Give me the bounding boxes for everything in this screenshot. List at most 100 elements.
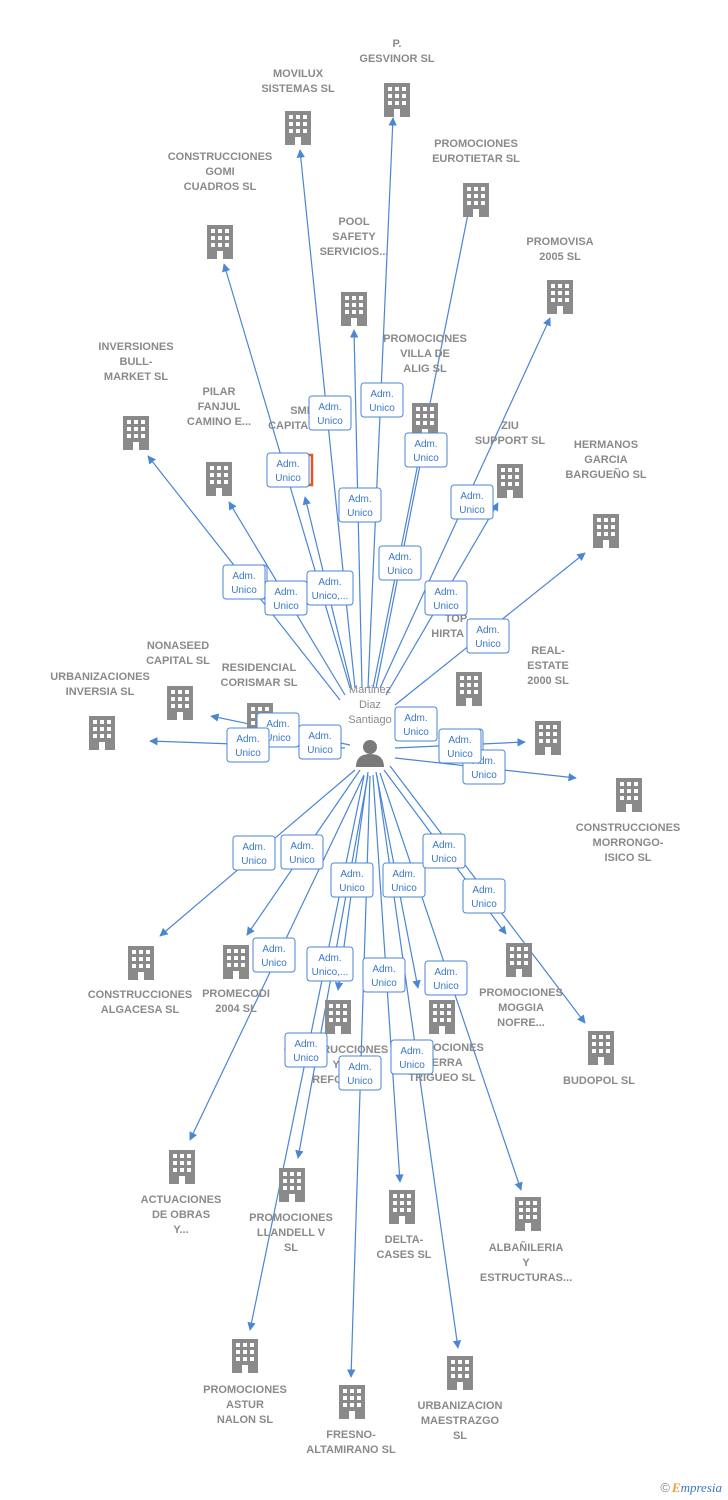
role-badge-movilux[interactable]: Adm.Unico (308, 395, 352, 431)
company-label-line: VILLA DE (400, 348, 450, 360)
role-badge-box (298, 724, 342, 760)
role-badge-villa[interactable]: Adm.Unico (424, 580, 468, 616)
role-badge-pool[interactable]: Adm.Unico (378, 545, 422, 581)
role-badge-gomi[interactable]: Adm.Unico (338, 487, 382, 523)
role-badge-extra[interactable]: Adm.Unico (394, 706, 438, 742)
company-node-budopol[interactable]: BUDOPOL SL (563, 1031, 635, 1087)
company-node-fresno[interactable]: FRESNO-ALTAMIRANO SL (306, 1385, 396, 1456)
company-label-line: BARGUEÑO SL (565, 468, 647, 481)
role-badge-actuaciones[interactable]: Adm.Unico (252, 937, 296, 973)
role-badge-pilar[interactable]: Adm.Unico (264, 580, 308, 616)
role-badge-promecodi[interactable]: Adm.Unico (280, 834, 324, 870)
role-badge-promovisa[interactable]: Adm.Unico (450, 484, 494, 520)
building-icon (588, 1031, 614, 1065)
role-badge-text: Adm. (392, 869, 415, 880)
role-badge-box (306, 570, 354, 606)
company-node-gesvinor[interactable]: P.GESVINOR SL (359, 38, 435, 117)
company-label-line: FRESNO- (326, 1429, 376, 1441)
role-badge-text: Unico (399, 1060, 425, 1071)
role-badge-albanileria[interactable]: Adm.Unico (424, 960, 468, 996)
role-badge-llandell[interactable]: Adm.Unico,... (306, 946, 354, 982)
role-badge-maestrazgo[interactable]: Adm.Unico (390, 1039, 434, 1075)
role-badge-ziu[interactable]: Adm.Unico,... (306, 570, 354, 606)
building-icon (497, 464, 523, 498)
role-badge-extra[interactable]: Adm.Unico (298, 724, 342, 760)
role-badge-astur[interactable]: Adm.Unico (284, 1032, 328, 1068)
role-badge-smi[interactable]: Adm.Unico (266, 452, 310, 488)
role-badge-sierra[interactable]: Adm.Unico (382, 862, 426, 898)
company-label-line: CAPITAL SL (146, 655, 210, 667)
role-badge-fresno[interactable]: Adm.Unico (338, 1055, 382, 1091)
role-badge-extra[interactable]: Adm.Unico (222, 564, 266, 600)
role-badge-box (404, 432, 448, 468)
role-badge-box (284, 1032, 328, 1068)
company-node-delta[interactable]: DELTA-CASES SL (376, 1190, 432, 1261)
role-badge-text: Adm. (414, 439, 437, 450)
role-badge-text: Unico (307, 745, 333, 756)
building-icon (506, 943, 532, 977)
role-badge-text: Adm. (404, 713, 427, 724)
role-badge-box (330, 862, 374, 898)
role-badge-extra[interactable]: Adm.Unico (438, 728, 482, 764)
role-badge-budopol[interactable]: Adm.Unico (462, 878, 506, 914)
role-badge-text: Unico (413, 453, 439, 464)
company-node-moggia[interactable]: PROMOCIONESMOGGIANOFRE... (479, 943, 563, 1029)
role-badge-delta[interactable]: Adm.Unico (362, 957, 406, 993)
company-label-line: ESTATE (527, 660, 569, 672)
role-badge-hermanos[interactable]: Adm.Unico (466, 618, 510, 654)
building-icon (167, 686, 193, 720)
company-label-line: SMI (290, 405, 310, 417)
role-badge-inversia[interactable]: Adm.Unico (226, 727, 270, 763)
person-name-line: Diaz (359, 699, 381, 711)
brand-footer[interactable]: ©Empresia (660, 1480, 722, 1496)
building-icon (412, 403, 438, 437)
role-badge-box (266, 452, 310, 488)
building-icon (535, 721, 561, 755)
role-badge-text: Adm. (432, 840, 455, 851)
role-badge-eurotietar[interactable]: Adm. Unico (404, 432, 448, 468)
building-icon (389, 1190, 415, 1224)
role-badge-text: Adm. (472, 756, 495, 767)
company-label-line: MOVILUX (273, 68, 324, 80)
role-badge-algacesa[interactable]: Adm.Unico (232, 835, 276, 871)
building-icon (169, 1150, 195, 1184)
company-label-line: INVERSIA SL (66, 686, 135, 698)
company-label-line: NALON SL (217, 1414, 274, 1426)
role-badge-gesvinor[interactable]: Adm.Unico (360, 382, 404, 418)
role-badge-box (338, 1055, 382, 1091)
role-badge-text: Adm. (276, 459, 299, 470)
role-badge-text: Adm. (460, 491, 483, 502)
building-icon (429, 1000, 455, 1034)
role-badge-text: Unico (475, 639, 501, 650)
role-badge-moggia[interactable]: Adm.Unico (422, 833, 466, 869)
role-badge-refor[interactable]: Adm.Unico (330, 862, 374, 898)
company-node-albanileria[interactable]: ALBAÑILERIAYESTRUCTURAS... (480, 1197, 572, 1284)
badges-layer: Adm.UnicoAdm.UnicoAdm.UnicoAdm.UnicoAdm.… (222, 382, 510, 1091)
role-badge-text: Unico (433, 601, 459, 612)
company-label-line: CUADROS SL (184, 181, 257, 193)
company-node-pool[interactable]: POOLSAFETYSERVICIOS... (320, 216, 389, 326)
company-label-line: PILAR (203, 386, 236, 398)
role-badge-text: Adm. (348, 1062, 371, 1073)
